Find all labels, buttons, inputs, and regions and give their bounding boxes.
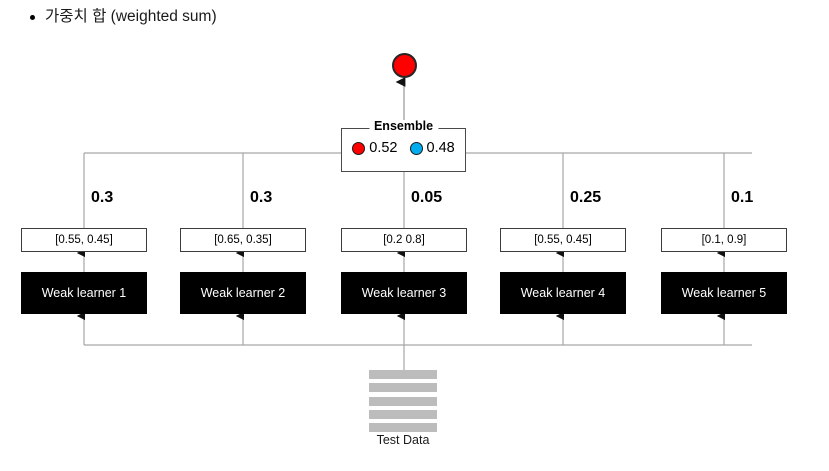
test-data-row [369, 409, 437, 419]
weak-learner-1: Weak learner 1 [21, 272, 147, 314]
bullet-heading: 가중치 합 (weighted sum) [30, 8, 217, 27]
weak-learner-4: Weak learner 4 [500, 272, 626, 314]
weak-learner-5: Weak learner 5 [661, 272, 787, 314]
weight-label-5: 0.1 [731, 189, 754, 206]
test-data-icon [369, 370, 437, 432]
weight-label-4: 0.25 [570, 189, 602, 206]
bullet-dot-icon [30, 14, 35, 20]
weight-label-3: 0.05 [411, 189, 443, 206]
probability-box-2: [0.65, 0.35] [180, 228, 306, 252]
final-prediction-circle [392, 53, 417, 78]
test-data-row [369, 370, 437, 379]
probability-box-1: [0.55, 0.45] [21, 228, 147, 252]
ensemble-title: Ensemble [368, 120, 439, 133]
bullet-heading-text: 가중치 합 (weighted sum) [45, 8, 217, 25]
ensemble-box: Ensemble 0.52 0.48 [341, 120, 466, 172]
ensemble-score-class-b: 0.48 [409, 140, 455, 156]
probability-box-3: [0.2 0.8] [341, 228, 467, 252]
probability-box-4: [0.55, 0.45] [500, 228, 626, 252]
ensemble-scores: 0.52 0.48 [342, 141, 465, 156]
weak-learner-2: Weak learner 2 [180, 272, 306, 314]
weight-label-1: 0.3 [91, 189, 114, 206]
weak-learner-3: Weak learner 3 [341, 272, 467, 314]
probability-box-5: [0.1, 0.9] [661, 228, 787, 252]
weight-label-2: 0.3 [250, 189, 273, 206]
class-b-score: 0.48 [426, 140, 455, 156]
test-data-label: Test Data [376, 433, 430, 447]
class-a-score: 0.52 [369, 140, 398, 156]
test-data-row [369, 423, 437, 432]
class-a-dot-icon [352, 141, 366, 155]
class-b-dot-icon [409, 141, 423, 155]
ensemble-score-class-a: 0.52 [352, 140, 398, 156]
test-data-row [369, 396, 437, 406]
test-data-row [369, 383, 437, 393]
